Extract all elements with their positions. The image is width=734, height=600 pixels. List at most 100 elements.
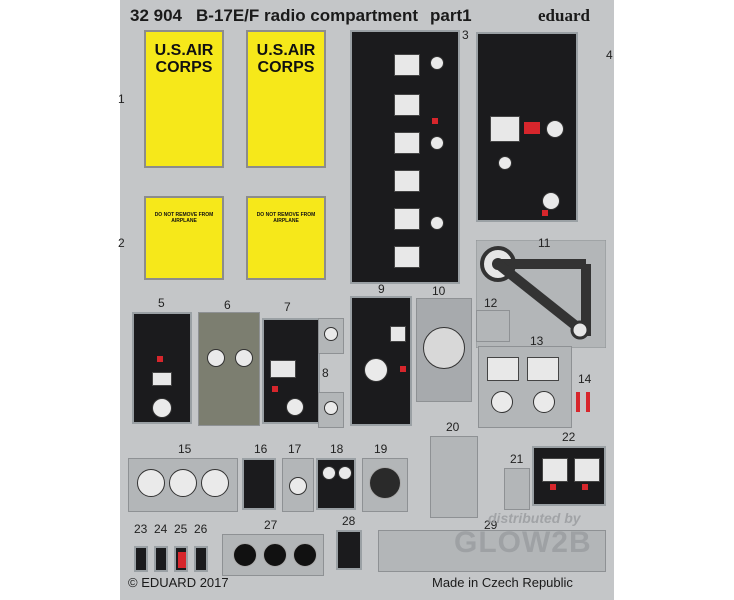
part-9-panel [350, 296, 412, 426]
part-26 [194, 546, 208, 572]
dial-window [394, 170, 420, 192]
gauge-icon [430, 216, 444, 230]
part-number: 24 [154, 522, 168, 536]
part-number: 1 [118, 92, 125, 106]
meter-window [390, 326, 406, 342]
part-8-top [318, 318, 344, 354]
gauge-icon [169, 469, 197, 497]
part-number: 4 [606, 48, 613, 62]
meter-window [270, 360, 296, 378]
part-number: 12 [484, 296, 498, 310]
gauge-icon [207, 349, 225, 367]
part-24 [154, 546, 168, 572]
part-number: 15 [178, 442, 192, 456]
meter-window [152, 372, 172, 386]
part-number: 27 [264, 518, 278, 532]
gauge-icon [491, 391, 513, 413]
part-number: 5 [158, 296, 165, 310]
placard-small-2: DO NOT REMOVE FROM AIRPLANE [246, 196, 326, 280]
part-number: 25 [174, 522, 188, 536]
gauge-icon [235, 349, 253, 367]
dial-window [394, 132, 420, 154]
part-12-clips [476, 310, 510, 342]
part-number: 16 [254, 442, 268, 456]
red-light [582, 484, 588, 490]
part-8-bottom [318, 392, 344, 428]
meter-window [542, 458, 568, 482]
part-27-knobs [222, 534, 324, 576]
part-number: 21 [510, 452, 524, 466]
part-4-radio-panel [476, 32, 578, 222]
part-10-dial-plate [416, 298, 472, 402]
sheet-part: part1 [430, 6, 472, 25]
gauge-icon [498, 156, 512, 170]
part-number: 20 [446, 420, 460, 434]
part-15-gauge-row [128, 458, 238, 512]
part-16-panel [242, 458, 276, 510]
part-29-strip [378, 530, 606, 572]
part-11-bracket [476, 240, 606, 348]
part-number: 23 [134, 522, 148, 536]
dial-icon [423, 327, 465, 369]
part-number: 28 [342, 514, 356, 528]
part-22-panels [532, 446, 606, 506]
knob-icon [263, 543, 287, 567]
placard-small-text: DO NOT REMOVE FROM AIRPLANE [256, 212, 316, 224]
dial-window [394, 208, 420, 230]
placard-large-text: U.S.AIR CORPS [154, 42, 214, 76]
part-20-plate [430, 436, 478, 518]
part-21-plate [504, 468, 530, 510]
gauge-icon [364, 358, 388, 382]
gauge-icon [322, 466, 336, 480]
part-number: 7 [284, 300, 291, 314]
gauge-icon [546, 120, 564, 138]
part-number: 17 [288, 442, 302, 456]
gauge-icon [430, 136, 444, 150]
part-number: 3 [462, 28, 469, 42]
dial-window [394, 94, 420, 116]
placard-large-1: U.S.AIR CORPS [144, 30, 224, 168]
part-number: 22 [562, 430, 576, 444]
sheet-title: B-17E/F radio compartment [196, 6, 418, 25]
part-number: 6 [224, 298, 231, 312]
meter-window [527, 357, 559, 381]
red-light [542, 210, 548, 216]
part-23 [134, 546, 148, 572]
part-25 [174, 546, 188, 572]
part-number: 10 [432, 284, 446, 298]
red-indicator [178, 552, 186, 568]
made-in-text: Made in Czech Republic [432, 575, 573, 590]
gauge-icon [137, 469, 165, 497]
knob-icon [293, 543, 317, 567]
part-number: 13 [530, 334, 544, 348]
gauge-icon [533, 391, 555, 413]
gauge-icon [324, 327, 338, 341]
gauge-icon [289, 477, 307, 495]
gauge-icon [542, 192, 560, 210]
meter-window [490, 116, 520, 142]
red-light [432, 118, 438, 124]
placard-large-text: U.S.AIR CORPS [256, 42, 316, 76]
red-light [550, 484, 556, 490]
watermark-line-2: GLOW2B [454, 526, 592, 559]
part-3-radio-stack [350, 30, 460, 284]
gauge-icon [152, 398, 172, 418]
part-number: 14 [578, 372, 592, 386]
placard-small-text: DO NOT REMOVE FROM AIRPLANE [154, 212, 214, 224]
knob-icon [233, 543, 257, 567]
part-19-plate [362, 458, 408, 512]
gauge-icon [324, 401, 338, 415]
part-number: 11 [538, 236, 551, 250]
dial-window [394, 246, 420, 268]
red-light [272, 386, 278, 392]
part-number: 2 [118, 236, 125, 250]
part-number: 9 [378, 282, 385, 296]
part-6-side-panels [198, 312, 260, 426]
dial-window [394, 54, 420, 76]
part-14-red-handle [586, 392, 590, 412]
gauge-icon [430, 56, 444, 70]
gauge-icon [201, 469, 229, 497]
part-13-panels [478, 346, 572, 428]
dial-icon [369, 467, 401, 499]
part-7-panel [262, 318, 320, 424]
